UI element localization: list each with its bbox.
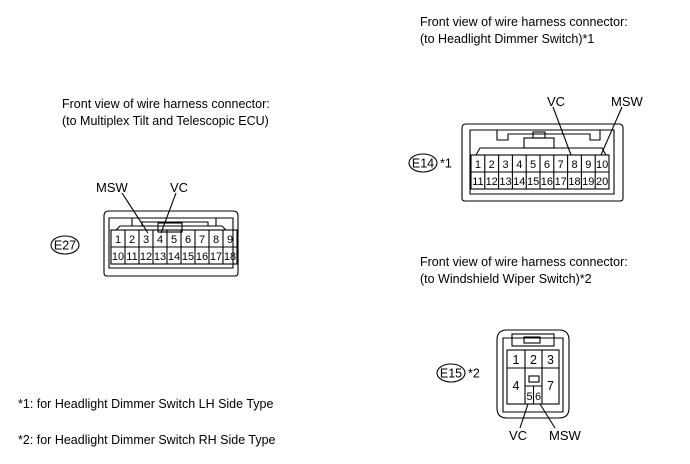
e14-pin-12: 12 [486, 176, 498, 188]
e27-caption-line1: Front view of wire harness connector: [62, 97, 270, 111]
e15-pin-3: 3 [547, 353, 554, 367]
e27-pin-11: 11 [126, 251, 137, 263]
e27-pin-16: 16 [196, 251, 208, 263]
e14-pin-7: 7 [558, 159, 564, 171]
e15-pin-4: 4 [513, 379, 520, 393]
e14-pin-15: 15 [527, 176, 539, 188]
e14-pin-5: 5 [530, 159, 536, 171]
e27-pin-10: 10 [112, 251, 124, 263]
e27-code-ellipse [50, 235, 80, 255]
e14-pin-14: 14 [513, 176, 525, 188]
e27-pin-14: 14 [168, 251, 180, 263]
e15-msw-leader [539, 403, 556, 429]
e27-pin-2: 2 [129, 234, 135, 246]
e14-pin-16: 16 [541, 176, 553, 188]
e15-caption-line1: Front view of wire harness connector: [420, 255, 628, 269]
e14-pin-19: 19 [582, 176, 594, 188]
e27-pin-18: 18 [224, 251, 236, 263]
e14-code-ellipse [408, 153, 438, 173]
e14-pin-20: 20 [596, 176, 608, 188]
e15-pin-5: 5 [526, 391, 532, 403]
e27-vc-leader [160, 192, 177, 234]
e14-pin-2: 2 [489, 159, 495, 171]
e14-connector [408, 106, 624, 202]
e14-note: *1 [440, 157, 452, 171]
e14-caption-line1: Front view of wire harness connector: [420, 15, 628, 29]
e27-pin-5: 5 [171, 234, 177, 246]
e14-pin-13: 13 [499, 176, 511, 188]
e14-vc-label: VC [547, 94, 565, 109]
e14-pin-6: 6 [544, 159, 550, 171]
e15-code: E15 [440, 367, 462, 381]
e14-pin-1: 1 [475, 159, 481, 171]
e14-code: E14 [412, 157, 434, 171]
e27-pin-17: 17 [210, 251, 222, 263]
footnote-2: *2: for Headlight Dimmer Switch RH Side … [18, 433, 276, 447]
e15-pin-7: 7 [547, 379, 554, 393]
e27-vc-label: VC [170, 180, 188, 195]
e14-caption-line2: (to Headlight Dimmer Switch)*1 [420, 32, 595, 46]
e27-pin-3: 3 [143, 234, 149, 246]
e15-connector [436, 329, 570, 429]
e27-pin-12: 12 [140, 251, 152, 263]
e27-connector [50, 192, 239, 277]
e15-pin-2: 2 [530, 353, 537, 367]
e15-vc-leader [519, 403, 529, 429]
e27-pin-15: 15 [182, 251, 194, 263]
footnote-1: *1: for Headlight Dimmer Switch LH Side … [18, 397, 274, 411]
e15-pin-1: 1 [513, 353, 520, 367]
e14-msw-leader [600, 106, 623, 156]
e27-pin-13: 13 [154, 251, 166, 263]
e14-pin-9: 9 [585, 159, 591, 171]
e15-note: *2 [468, 367, 480, 381]
e27-msw-label: MSW [96, 180, 129, 195]
e15-pin-6: 6 [535, 391, 541, 403]
e14-pin-18: 18 [568, 176, 580, 188]
e15-code-ellipse [436, 363, 466, 383]
e27-pin-8: 8 [213, 234, 219, 246]
e27-pin-1: 1 [115, 234, 121, 246]
e14-msw-label: MSW [611, 94, 644, 109]
e27-pin-9: 9 [227, 234, 233, 246]
e27-code: E27 [54, 239, 76, 253]
e27-pin-6: 6 [185, 234, 191, 246]
e14-pin-8: 8 [571, 159, 577, 171]
e14-pin-4: 4 [516, 159, 522, 171]
e14-pin-10: 10 [596, 159, 608, 171]
e27-msw-leader [121, 192, 149, 234]
e14-vc-leader [552, 106, 572, 156]
e14-pin-17: 17 [555, 176, 567, 188]
e15-caption-line2: (to Windshield Wiper Switch)*2 [420, 272, 592, 286]
e27-caption-line2: (to Multiplex Tilt and Telescopic ECU) [62, 114, 269, 128]
e15-msw-label: MSW [549, 428, 582, 443]
e14-pin-3: 3 [502, 159, 508, 171]
e15-vc-label: VC [509, 428, 527, 443]
e27-pin-4: 4 [157, 234, 163, 246]
e14-pin-11: 11 [472, 176, 483, 188]
e27-pin-7: 7 [199, 234, 205, 246]
